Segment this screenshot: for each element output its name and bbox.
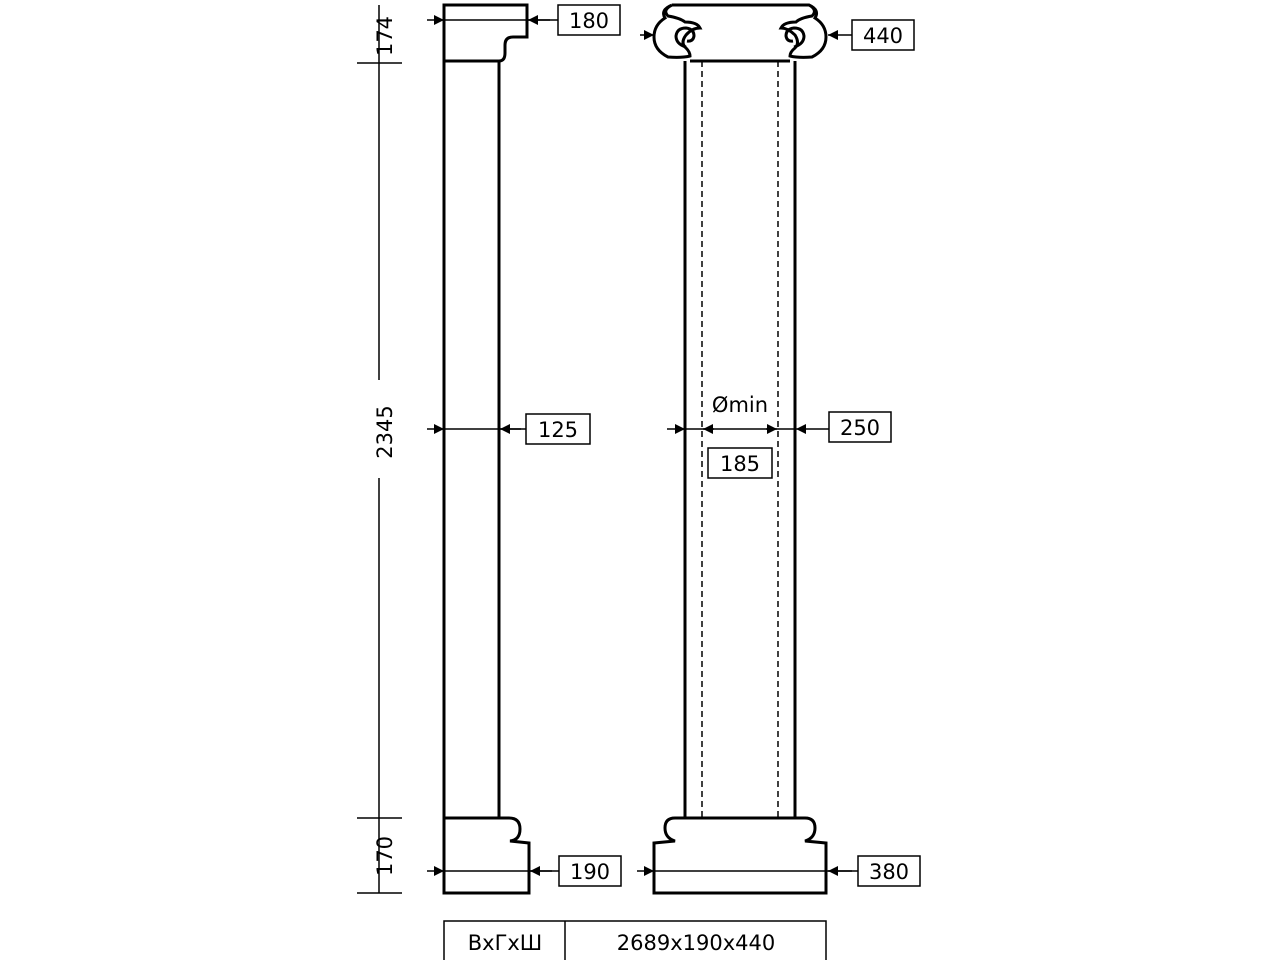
side-view-outline: [442, 3, 531, 895]
shaft-height-label: 2345: [373, 405, 397, 458]
spec-table-value: 2689х190х440: [617, 931, 775, 955]
side-capital-depth-label: 180: [569, 9, 609, 33]
front-capital-width-label: 440: [863, 24, 903, 48]
height-dimension-line: [357, 5, 402, 894]
front-dimension-boxes: [707, 19, 921, 887]
front-min-diameter-symbol: Ømin: [712, 393, 768, 417]
front-view-outline: [652, 3, 828, 895]
side-dimension-boxes: [525, 4, 622, 887]
front-shaft-width-label: 250: [840, 416, 880, 440]
front-base-width-label: 380: [869, 860, 909, 884]
front-min-diameter-label: 185: [720, 452, 760, 476]
side-dimension-arrows: [427, 15, 559, 876]
capital-height-label: 174: [373, 16, 397, 56]
front-dimension-arrows: [637, 30, 858, 876]
front-inner-dashed-lines: [701, 61, 779, 818]
side-shaft-depth-label: 125: [538, 418, 578, 442]
spec-table-label: ВхГхШ: [468, 931, 543, 955]
base-height-label: 170: [373, 836, 397, 876]
side-base-depth-label: 190: [570, 860, 610, 884]
